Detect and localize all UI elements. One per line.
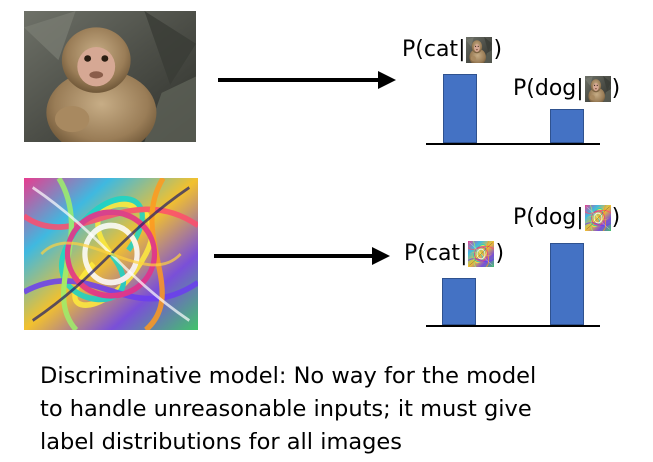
baseline-row1: [426, 143, 600, 145]
arrow-right-icon: [214, 247, 390, 265]
caption-line: to handle unreasonable inputs; it must g…: [40, 396, 532, 422]
caption: Discriminative model: No way for the mod…: [40, 360, 640, 459]
p-dog-label-row1: P(dog|): [513, 76, 620, 102]
p-cat-label-row2: P(cat|): [404, 241, 505, 267]
noise-thumbnail-icon: [584, 205, 611, 231]
monkey-thumbnail-icon: [584, 76, 611, 102]
bar-cat-row2: [442, 278, 476, 325]
monkey-photo: [24, 11, 196, 142]
caption-line: Discriminative model: No way for the mod…: [40, 363, 537, 389]
p-dog-label-row2: P(dog|): [513, 205, 621, 231]
arrow-right-icon: [218, 71, 396, 89]
monkey-thumbnail-icon: [466, 37, 493, 63]
bar-dog-row1: [550, 109, 584, 143]
caption-line: label distributions for all images: [40, 429, 402, 455]
bar-cat-row1: [443, 74, 477, 143]
baseline-row2: [426, 325, 600, 327]
noise-thumbnail-icon: [468, 241, 495, 267]
p-cat-label-row1: P(cat|): [402, 37, 502, 63]
noise-swirl-image: [24, 178, 198, 330]
bar-dog-row2: [550, 243, 584, 325]
